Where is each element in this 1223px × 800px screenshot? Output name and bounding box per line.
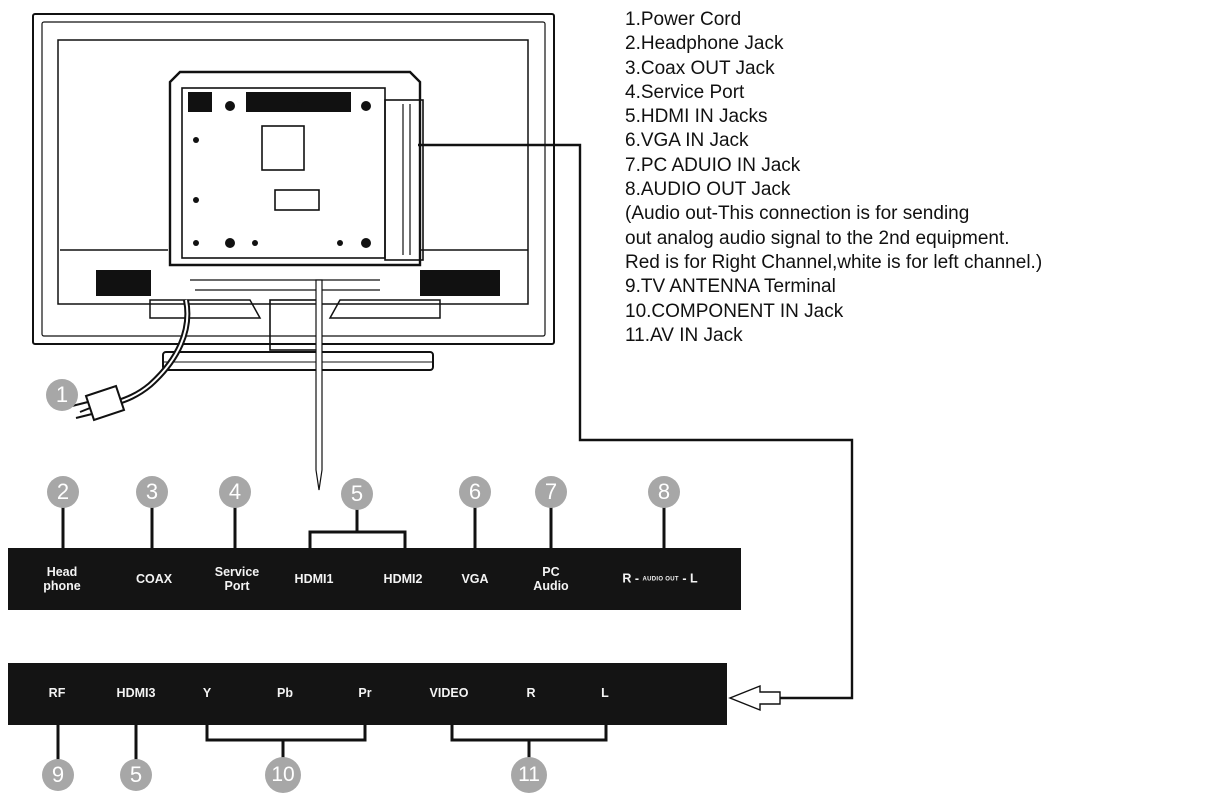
badge-5: 5	[341, 478, 373, 510]
side-jack-column	[384, 99, 424, 261]
down-arrow	[315, 279, 323, 491]
legend-note-line-2: out analog audio signal to the 2nd equip…	[625, 227, 1010, 249]
tv-frame	[32, 13, 555, 345]
label-pc-audio: PC Audio	[533, 565, 568, 593]
label-plate-2	[274, 189, 320, 211]
label-hdmi2: HDMI2	[383, 572, 423, 586]
tv-back-plate	[181, 87, 386, 259]
legend-item-6: 6.VGA IN Jack	[625, 130, 749, 152]
label-pc-audio-line-2: Audio	[533, 579, 569, 593]
bottom-connector-panel	[8, 663, 727, 725]
left-arrow	[728, 684, 781, 712]
label-audio-out-l: - L	[682, 571, 698, 586]
label-service-line-1: Service	[214, 565, 260, 579]
tv-back-shell	[57, 39, 529, 305]
badge-9: 9	[42, 759, 74, 791]
badge-3: 3	[136, 476, 168, 508]
label-service-port: Service Port	[215, 565, 259, 593]
label-audio-out: R - AUDIO OUT - L	[622, 572, 697, 587]
label-hdmi3: HDMI3	[116, 686, 156, 700]
legend-item-5: 5.HDMI IN Jacks	[625, 106, 768, 128]
legend-item-3: 3.Coax OUT Jack	[625, 57, 775, 79]
label-video: VIDEO	[429, 686, 469, 700]
label-coax: COAX	[135, 572, 173, 586]
routing-line	[418, 143, 854, 700]
badge-11: 11	[511, 757, 547, 793]
stand-neck	[269, 299, 321, 351]
stand-bracket	[149, 299, 441, 319]
legend-item-11: 11.AV IN Jack	[625, 324, 743, 346]
badge-5-bottom: 5	[120, 759, 152, 791]
legend-item-8: 8.AUDIO OUT Jack	[625, 179, 791, 201]
stand-base	[162, 351, 434, 371]
label-rf: RF	[48, 686, 66, 700]
label-r: R	[526, 686, 536, 700]
badge-1: 1	[46, 379, 78, 411]
legend-item-1: 1.Power Cord	[625, 9, 742, 30]
label-pr: Pr	[358, 686, 372, 700]
label-headphone-line-1: Head	[46, 565, 78, 579]
label-hdmi1: HDMI1	[294, 572, 334, 586]
label-headphone-line-2: phone	[43, 579, 81, 593]
speaker-right	[420, 270, 500, 296]
badge-6: 6	[459, 476, 491, 508]
label-headphone: Head phone	[43, 565, 81, 593]
legend-item-9: 9.TV ANTENNA Terminal	[625, 276, 836, 298]
label-y: Y	[202, 686, 212, 700]
legend-note-line-3: Red is for Right Channel,white is for le…	[625, 251, 1043, 273]
label-audio-out-small: AUDIO OUT	[642, 576, 679, 583]
legend-item-10: 10.COMPONENT IN Jack	[625, 300, 844, 322]
badge-10: 10	[265, 757, 301, 793]
legend-item-4: 4.Service Port	[625, 81, 745, 103]
label-audio-out-r: R -	[622, 571, 640, 586]
legend: 1.Power Cord 2.Headphone Jack 3.Coax OUT…	[625, 8, 1042, 348]
legend-item-7: 7.PC ADUIO IN Jack	[625, 154, 801, 176]
speaker-left	[96, 270, 151, 296]
label-l: L	[601, 686, 609, 700]
label-plate-1	[261, 125, 305, 171]
badge-2: 2	[47, 476, 79, 508]
tv-frame-inner	[41, 21, 546, 337]
badge-8: 8	[648, 476, 680, 508]
badge-7: 7	[535, 476, 567, 508]
label-pb: Pb	[277, 686, 293, 700]
label-service-line-2: Port	[224, 579, 250, 593]
tv-back-module	[168, 70, 422, 267]
badge-4: 4	[219, 476, 251, 508]
top-connector-panel	[8, 548, 741, 610]
power-plug	[71, 384, 126, 422]
vent-left	[188, 92, 212, 112]
label-vga: VGA	[461, 572, 489, 586]
label-pc-audio-line-1: PC	[542, 565, 560, 579]
legend-item-2: 2.Headphone Jack	[625, 33, 784, 55]
legend-note-line-1: (Audio out-This connection is for sendin…	[625, 203, 970, 225]
